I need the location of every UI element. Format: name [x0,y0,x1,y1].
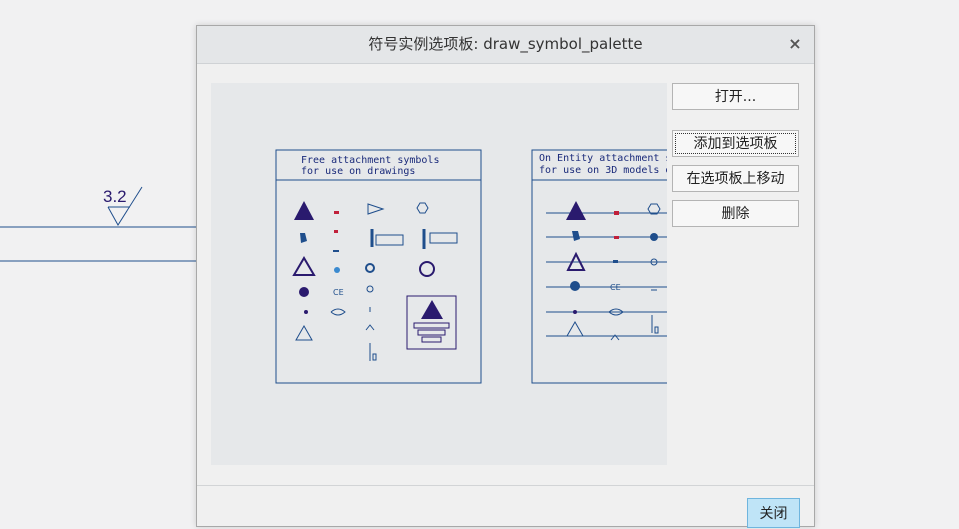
entity-chevron-icon [610,334,620,341]
red-dot-icon [334,211,339,214]
weld-symbol-b-icon [422,229,458,249]
entity-datum-icon [651,315,659,334]
dot-icon [334,267,340,273]
close-icon[interactable]: × [788,34,802,53]
esd-warning-small-icon [292,256,316,276]
globe-icon [365,263,375,273]
panel2-title-line1: On Entity attachment s [539,153,667,164]
entity-esd-icon [566,201,586,220]
ce-circle-icon [299,287,309,297]
radiation-icon [419,261,435,277]
entity-red-mark-icon [614,236,619,239]
hexagon-icon [416,202,429,214]
add-to-palette-button[interactable]: 添加到选项板 [672,130,799,157]
entity-small-e-icon [573,310,577,314]
entity-warning-triangle-icon [566,320,584,337]
esd-label-triangle-icon [421,300,443,319]
warning-triangle-icon [295,324,313,341]
entity-small-globe-icon [650,258,658,266]
entity-hand-icon [572,231,580,241]
weld-symbol-a-icon [370,229,404,247]
small-globe-icon [366,285,374,293]
panel1-title-line1: Free attachment symbols [301,155,439,166]
chevron-icon [365,324,375,331]
footer-divider [197,485,814,486]
entity-globe-icon [650,233,658,241]
surface-finish-symbol [107,186,143,226]
flag-arrow-icon [367,203,385,215]
roughness-value: 3.2 [103,187,127,206]
small-e-icon [304,310,308,314]
ce-mark-icon: CE [333,288,344,297]
entity-ce-mark-icon: CE [610,283,621,292]
entity-red-dot-icon [614,211,619,215]
panel2-title-line2: for use on 3D models o [539,165,667,176]
palette-preview[interactable]: Free attachment symbols for use on drawi… [211,83,667,465]
open-button[interactable]: 打开... [672,83,799,110]
panel1-title-line2: for use on drawings [301,166,415,177]
esd-label-box [406,295,457,350]
symbol-palette-dialog: 符号实例选项板: draw_symbol_palette × Free atta… [196,25,815,528]
datum-target-icon [369,343,377,361]
hand-icon [300,233,307,243]
dash-mark-icon [333,250,339,252]
drawing-canvas: 3.2 [0,186,196,262]
esd-warning-icon [294,201,314,220]
delete-button[interactable]: 删除 [672,200,799,227]
move-on-palette-button[interactable]: 在选项板上移动 [672,165,799,192]
free-attachment-panel: Free attachment symbols for use on drawi… [275,149,482,384]
entity-dash-icon [613,260,618,263]
entity-ce-circle-icon [570,281,580,291]
red-mark-icon [334,230,338,233]
entity-hexagon-icon [647,203,661,215]
close-button[interactable]: 关闭 [747,498,800,528]
dialog-title: 符号实例选项板: draw_symbol_palette [368,35,643,53]
eye-icon [330,308,346,316]
esd-label-base-icon [413,322,450,343]
entity-esd-outline-icon [566,251,586,271]
dialog-titlebar: 符号实例选项板: draw_symbol_palette × [197,26,814,64]
entity-eye-icon [608,308,624,316]
on-entity-panel: On Entity attachment s for use on 3D mod… [531,149,667,384]
